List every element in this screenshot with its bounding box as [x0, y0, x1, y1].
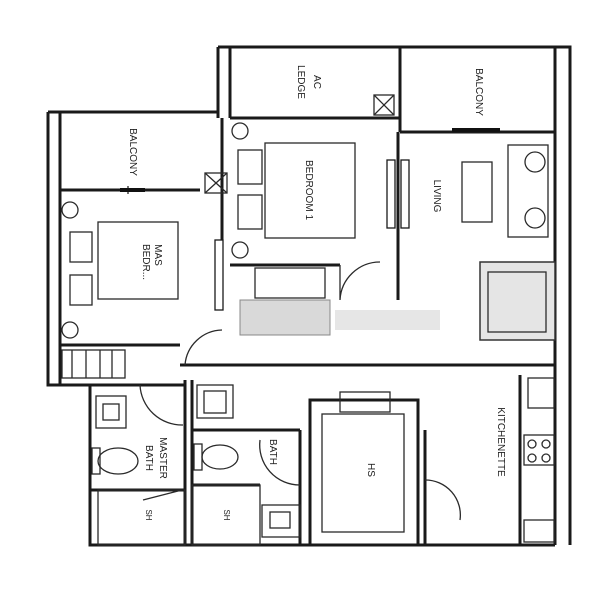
master-bath-label-1: MASTER: [157, 437, 168, 479]
ac-ledge-label-2: LEDGE: [295, 65, 306, 99]
master-bedroom-label-1: MAS: [152, 244, 163, 266]
kitchenette-fittings: [523, 377, 555, 543]
sh-right-label: SH: [222, 509, 231, 520]
windows: [120, 128, 500, 311]
master-bedroom-label-2: BEDR...: [140, 244, 151, 280]
master-bath-label-2: BATH: [143, 445, 154, 471]
sh-left-label: SH: [144, 509, 153, 520]
balcony-left-label: BALCONY: [127, 128, 138, 176]
household-shelter: [308, 391, 420, 547]
room-labels: AC LEDGE BALCONY BALCONY BEDROOM 1 MAS B…: [127, 65, 506, 521]
balcony-top-label: BALCONY: [473, 68, 484, 116]
bed-bedroom-1: [237, 142, 440, 336]
hs-label: HS: [365, 463, 376, 477]
living-label: LIVING: [431, 180, 442, 213]
ducts: [61, 94, 395, 339]
bathroom-fittings: [91, 384, 301, 546]
bath-label: BATH: [267, 439, 278, 465]
doors: [139, 261, 462, 521]
bed-master-bedroom: [61, 221, 179, 379]
ac-ledge-label-1: AC: [311, 75, 322, 89]
bedroom-1-label: BEDROOM 1: [303, 160, 314, 220]
kitchenette-label: KITCHENETTE: [495, 407, 506, 477]
living-furniture: [461, 144, 556, 341]
